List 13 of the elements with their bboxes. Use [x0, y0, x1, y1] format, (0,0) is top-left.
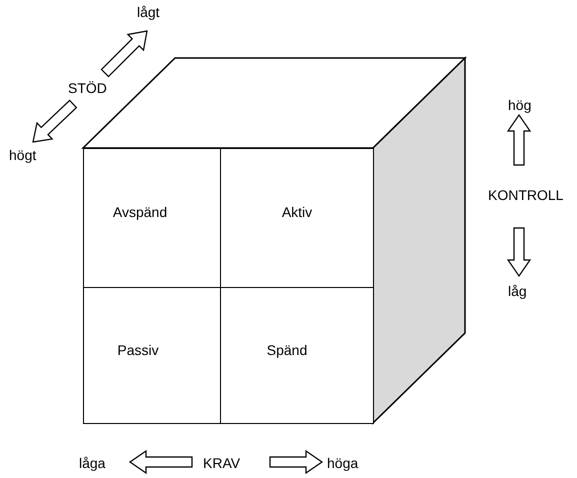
axis-title: KONTROLL [488, 187, 564, 203]
axis-title: STÖD [68, 80, 107, 96]
axis-label: hög [508, 97, 532, 113]
quadrant: Aktiv [220, 148, 374, 288]
axis-label: lågt [137, 4, 160, 20]
quadrant: Spänd [220, 287, 374, 424]
axis-label: låg [508, 283, 527, 299]
axis-label: högt [9, 147, 36, 163]
quadrant: Avspänd [83, 148, 221, 288]
axis-label: höga [327, 455, 358, 471]
axis-label: låga [79, 455, 106, 471]
quadrant: Passiv [83, 287, 221, 424]
axis-title: KRAV [203, 455, 240, 471]
